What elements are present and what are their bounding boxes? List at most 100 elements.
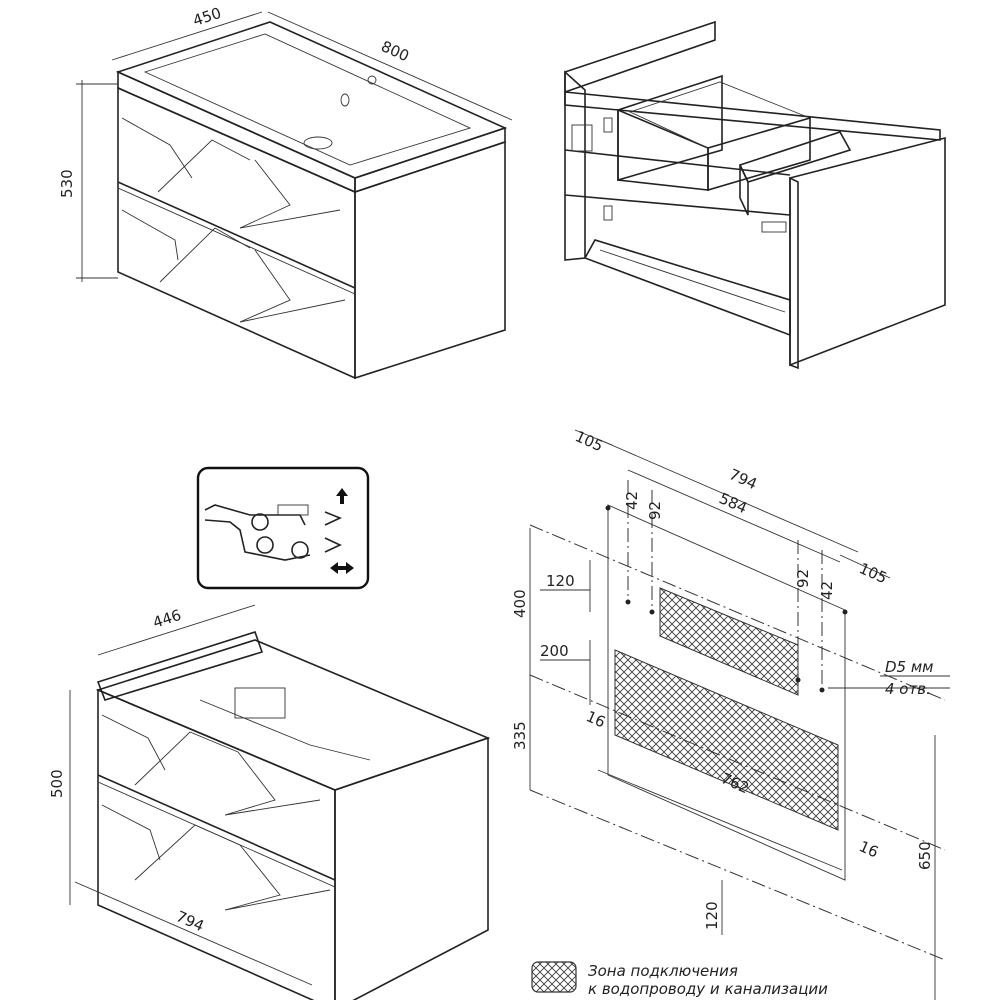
hinge-block — [234, 687, 286, 719]
legend-swatch — [531, 961, 577, 993]
arrow-left-right-icon — [330, 562, 354, 574]
decor-line — [239, 249, 291, 323]
mount-hole — [842, 609, 848, 615]
decor-line — [239, 159, 291, 229]
dim-105-right: 105 — [856, 559, 889, 587]
bottom-panel — [583, 239, 791, 337]
axis-line — [529, 524, 946, 701]
dim-42-left: 42 — [623, 491, 641, 510]
dim-584: 584 — [716, 489, 749, 517]
small-drawer-top — [738, 131, 852, 183]
left-panel — [564, 70, 586, 261]
dim-794: 794 — [726, 465, 759, 493]
screw-icon — [251, 513, 269, 531]
dim-line-794 — [599, 439, 859, 553]
mount-hole — [605, 505, 611, 511]
dim-400: 400 — [511, 589, 529, 618]
drain-hole — [303, 136, 333, 150]
decor-line — [121, 117, 193, 179]
top-open — [95, 639, 491, 791]
cabinet-interior-view — [564, 20, 946, 370]
drawer-box-side — [617, 108, 709, 191]
legend: Зона подключения к водопроводу и канализ… — [531, 961, 828, 998]
wall-outline — [607, 504, 846, 881]
dim-line-depth — [97, 604, 256, 656]
dim-92-left: 92 — [646, 501, 664, 520]
right-panel-edge — [789, 176, 799, 370]
decor-line — [121, 209, 179, 261]
decor-line — [157, 139, 251, 193]
dim-height-label: 500 — [48, 769, 66, 798]
dim-335: 335 — [511, 721, 529, 750]
cabinet-side — [354, 140, 506, 380]
drawer-divider — [117, 181, 356, 289]
cabinet-with-basin-view: 450 800 530 — [58, 4, 513, 380]
decor-line — [101, 714, 166, 771]
front-panel — [97, 688, 336, 1000]
legend-line-2: к водопроводу и канализации — [588, 980, 828, 998]
hinge-icon — [603, 205, 613, 221]
dim-line-105b — [839, 554, 891, 579]
hole-spec-diameter: D5 мм — [885, 658, 934, 676]
back-rail — [96, 631, 264, 701]
connection-zone-lower — [614, 649, 839, 831]
drawer-box-front — [617, 74, 723, 182]
cam-icon — [324, 511, 343, 526]
overflow-hole — [340, 93, 350, 107]
dim-16-right: 16 — [856, 837, 881, 861]
dim-line-width — [74, 881, 313, 986]
dim-height-label: 530 — [58, 169, 76, 198]
dim-line-depth — [111, 11, 263, 61]
dim-16-left: 16 — [583, 707, 608, 731]
back-top-rail — [564, 20, 716, 94]
hinge-icon — [571, 124, 593, 152]
dim-105-left: 105 — [572, 427, 605, 455]
dim-depth-label: 446 — [151, 606, 184, 632]
bracket-outline — [204, 519, 311, 561]
mount-hole — [795, 677, 801, 683]
basin-bowl-outline — [143, 33, 472, 166]
dim-200: 200 — [540, 642, 569, 660]
cabinet-body-view: 446 500 794 — [48, 604, 491, 1000]
drawer-divider — [97, 774, 336, 881]
dim-120-bottom: 120 — [703, 901, 721, 930]
dim-line-width — [267, 11, 513, 121]
decor-line — [134, 731, 239, 786]
shelf-edge-2 — [564, 194, 791, 216]
decor-line — [239, 299, 346, 323]
side-panel — [334, 736, 489, 1000]
decor-line — [224, 844, 331, 911]
decor-line — [134, 824, 241, 881]
hinge-detail-inset — [196, 466, 370, 590]
dim-width-label: 800 — [378, 37, 411, 65]
arrow-up-down-icon — [336, 488, 348, 512]
adjust-screw — [277, 504, 309, 516]
top-rail — [564, 91, 941, 141]
connection-zone-upper — [659, 587, 799, 696]
mount-hole — [819, 687, 825, 693]
decor-line — [101, 804, 161, 861]
dim-42-right: 42 — [818, 581, 836, 600]
cabinet-front — [117, 86, 356, 380]
dim-line-105 — [574, 429, 613, 446]
hinge-icon — [603, 117, 613, 133]
drawer-divider-2 — [117, 187, 356, 295]
bracket-outline — [204, 504, 306, 526]
basin-side-edge — [354, 126, 506, 194]
mount-hole — [649, 609, 655, 615]
small-drawer-side — [739, 164, 749, 216]
right-panel — [789, 136, 946, 367]
hole-spec-count: 4 отв. — [885, 680, 931, 698]
drawer-box-top — [628, 81, 812, 149]
interior-rail — [199, 699, 371, 761]
basin-front-edge — [117, 70, 356, 194]
cam-icon — [324, 537, 342, 553]
slide-rail-icon — [761, 221, 787, 233]
dim-line-762 — [597, 769, 843, 871]
inset-frame — [196, 466, 370, 590]
screw-icon — [291, 541, 309, 559]
dim-120: 120 — [546, 572, 575, 590]
dim-92-right: 92 — [794, 569, 812, 588]
axis-line — [529, 789, 946, 961]
